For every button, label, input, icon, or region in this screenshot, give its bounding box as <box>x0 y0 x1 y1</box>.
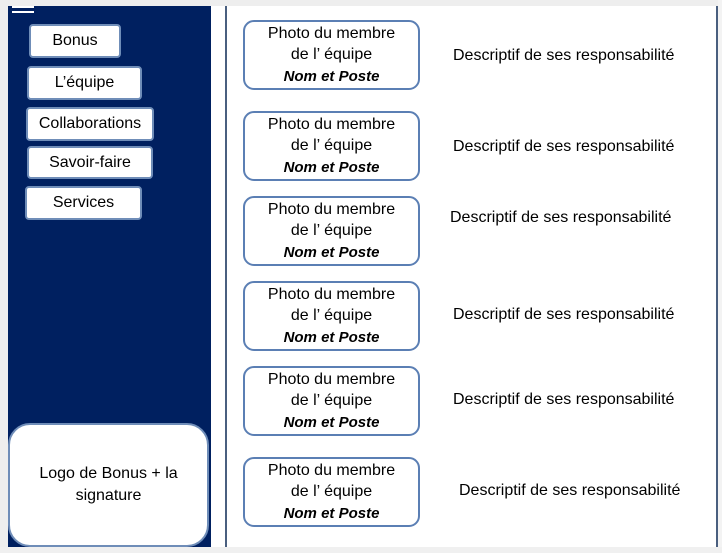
member-photo-label-line2: de l’ équipe <box>290 222 373 240</box>
nav-button-services[interactable]: Services <box>25 186 142 220</box>
member-photo-label-line2: de l’ équipe <box>290 46 373 64</box>
member-photo-label-line1: Photo du membre <box>267 461 396 479</box>
member-photo-label-line2: de l’ équipe <box>290 483 373 501</box>
member-description: Descriptif de ses responsabilité <box>450 209 672 226</box>
member-photo-card: Photo du membre de l’ équipe Nom et Post… <box>243 111 420 181</box>
member-photo-label-line2: de l’ équipe <box>290 392 373 410</box>
member-photo-card: Photo du membre de l’ équipe Nom et Post… <box>243 366 420 436</box>
member-photo-card: Photo du membre de l’ équipe Nom et Post… <box>243 457 420 527</box>
window-frame-bottom <box>0 547 722 553</box>
nav-button-equipe[interactable]: L’équipe <box>27 66 142 100</box>
member-photo-label-line1: Photo du membre <box>267 200 396 218</box>
sidebar: Bonus L’équipe Collaborations Savoir-fai… <box>8 6 211 547</box>
member-photo-label-line2: de l’ équipe <box>290 137 373 155</box>
member-photo-label-line1: Photo du membre <box>267 115 396 133</box>
member-name-role: Nom et Poste <box>283 328 380 346</box>
member-photo-label-line2: de l’ équipe <box>290 307 373 325</box>
nav-button-bonus[interactable]: Bonus <box>29 24 121 58</box>
member-photo-label-line1: Photo du membre <box>267 285 396 303</box>
member-description: Descriptif de ses responsabilité <box>453 47 675 64</box>
logo-placeholder: Logo de Bonus + la signature <box>8 423 209 547</box>
member-photo-card: Photo du membre de l’ équipe Nom et Post… <box>243 281 420 351</box>
member-description: Descriptif de ses responsabilité <box>459 482 681 499</box>
logo-text: Logo de Bonus + la signature <box>39 465 178 504</box>
member-description: Descriptif de ses responsabilité <box>453 138 675 155</box>
member-photo-card: Photo du membre de l’ équipe Nom et Post… <box>243 196 420 266</box>
window-frame-left <box>0 0 8 553</box>
member-description: Descriptif de ses responsabilité <box>453 391 675 408</box>
member-photo-label-line1: Photo du membre <box>267 24 396 42</box>
member-name-role: Nom et Poste <box>283 413 380 431</box>
nav-button-savoir-faire[interactable]: Savoir-faire <box>27 146 153 179</box>
member-photo-label-line1: Photo du membre <box>267 370 396 388</box>
hamburger-menu-icon[interactable] <box>12 6 34 15</box>
member-name-role: Nom et Poste <box>283 504 380 522</box>
team-content-panel: Photo du membre de l’ équipe Nom et Post… <box>225 6 718 547</box>
member-name-role: Nom et Poste <box>283 158 380 176</box>
member-name-role: Nom et Poste <box>283 67 380 85</box>
nav-button-collaborations[interactable]: Collaborations <box>26 107 154 141</box>
member-photo-card: Photo du membre de l’ équipe Nom et Post… <box>243 20 420 90</box>
member-name-role: Nom et Poste <box>283 243 380 261</box>
member-description: Descriptif de ses responsabilité <box>453 306 675 323</box>
sidebar-separator <box>211 6 225 547</box>
window-frame-right <box>718 0 722 553</box>
window-frame-top <box>0 0 722 6</box>
